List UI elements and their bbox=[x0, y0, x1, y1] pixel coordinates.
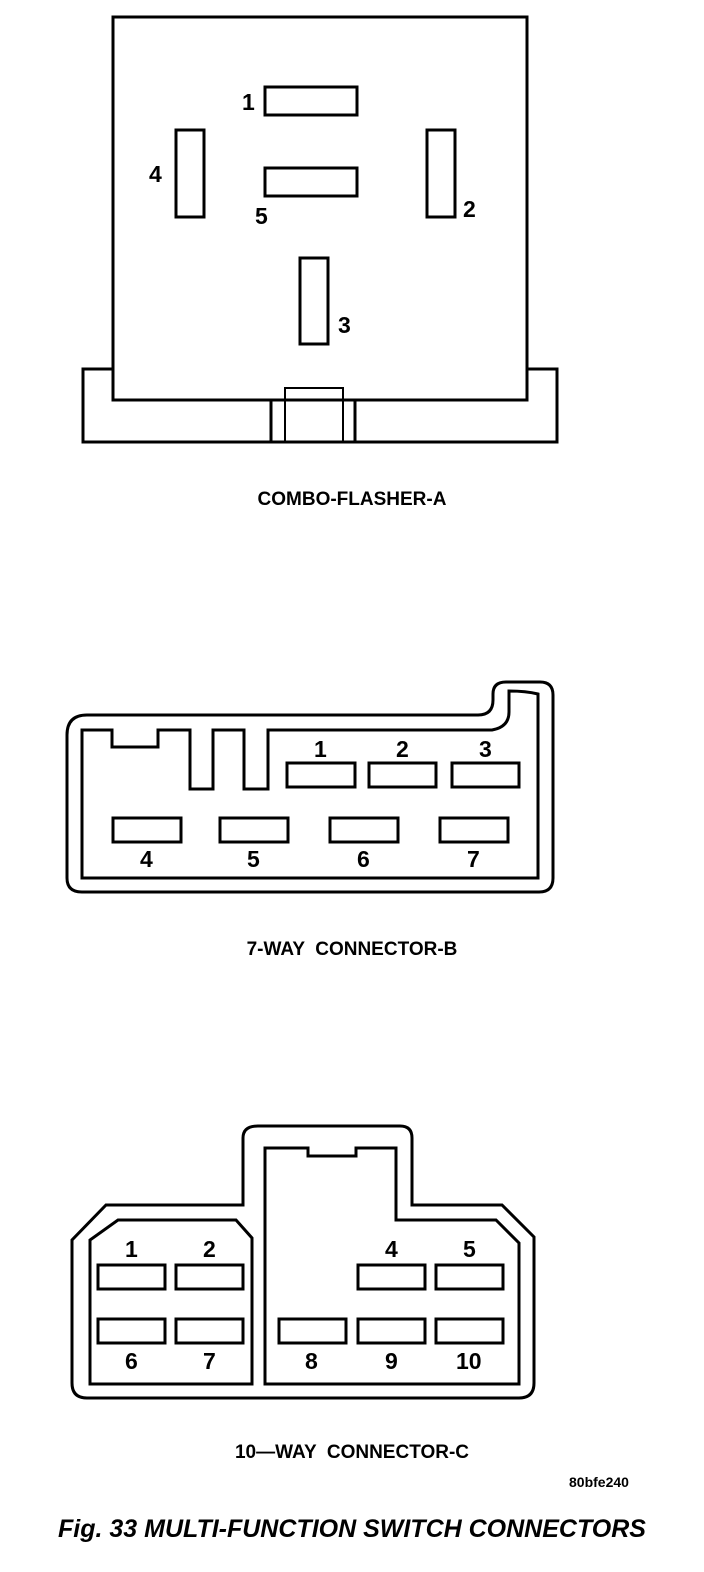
pin-label: 3 bbox=[479, 736, 492, 762]
terminal-8 bbox=[277, 1317, 348, 1345]
pin-label: 7 bbox=[467, 846, 480, 872]
image-code: 80bfe240 bbox=[569, 1474, 629, 1490]
connector-a-caption: COMBO-FLASHER-A bbox=[257, 489, 447, 510]
terminal-9 bbox=[356, 1317, 427, 1345]
pin-label: 4 bbox=[149, 161, 162, 187]
connector-c-left-cavity bbox=[88, 1218, 254, 1386]
pin-label: 1 bbox=[125, 1236, 138, 1262]
pin-label: 6 bbox=[125, 1348, 138, 1374]
pin-label: 2 bbox=[396, 736, 409, 762]
pin-label: 8 bbox=[305, 1348, 318, 1374]
terminal-1 bbox=[263, 85, 359, 117]
terminal-2 bbox=[425, 128, 457, 219]
flasher-body bbox=[111, 15, 529, 402]
connector-b-caption: 7-WAY CONNECTOR-B bbox=[246, 939, 458, 960]
pin-label: 4 bbox=[140, 846, 153, 872]
terminal-3 bbox=[450, 761, 521, 789]
pin-label: 2 bbox=[463, 196, 476, 222]
terminal-1 bbox=[96, 1263, 167, 1291]
terminal-1 bbox=[285, 761, 357, 789]
terminal-5 bbox=[218, 816, 290, 844]
terminal-6 bbox=[328, 816, 400, 844]
connector-b-inner-outline bbox=[80, 689, 540, 880]
pin-label: 5 bbox=[463, 1236, 476, 1262]
terminal-5 bbox=[263, 166, 359, 198]
connector-c-outer-shell bbox=[70, 1124, 536, 1400]
terminal-2 bbox=[367, 761, 438, 789]
pin-label: 10 bbox=[456, 1348, 482, 1374]
combo-flasher-a: 1 2 3 4 5 bbox=[81, 15, 559, 444]
connector-c-right-cavity bbox=[263, 1146, 521, 1386]
pin-label: 6 bbox=[357, 846, 370, 872]
pin-label: 1 bbox=[242, 89, 255, 115]
flasher-tab bbox=[269, 400, 357, 442]
terminal-4 bbox=[174, 128, 206, 219]
pin-label: 5 bbox=[255, 203, 268, 229]
terminal-6 bbox=[96, 1317, 167, 1345]
terminal-3 bbox=[298, 256, 330, 346]
connector-b-outer-shell bbox=[65, 680, 555, 894]
ten-way-connector-c: 1 2 4 5 6 7 8 9 10 bbox=[70, 1124, 536, 1400]
pin-label: 4 bbox=[385, 1236, 398, 1262]
connector-c-caption: 10—WAY CONNECTOR-C bbox=[234, 1442, 470, 1463]
figure-title: Fig. 33 MULTI-FUNCTION SWITCH CONNECTORS bbox=[58, 1515, 646, 1543]
terminal-4 bbox=[111, 816, 183, 844]
seven-way-connector-b: 1 2 3 4 5 6 7 bbox=[65, 680, 555, 894]
pin-label: 1 bbox=[314, 736, 327, 762]
terminal-2 bbox=[174, 1263, 245, 1291]
pin-label: 9 bbox=[385, 1348, 398, 1374]
pin-label: 7 bbox=[203, 1348, 216, 1374]
terminal-7 bbox=[438, 816, 510, 844]
pin-label: 5 bbox=[247, 846, 260, 872]
flasher-tab-inner bbox=[284, 387, 344, 443]
terminal-5 bbox=[434, 1263, 505, 1291]
terminal-10 bbox=[434, 1317, 505, 1345]
pin-label: 3 bbox=[338, 312, 351, 338]
terminal-4 bbox=[356, 1263, 427, 1291]
flasher-base bbox=[81, 367, 559, 444]
terminal-7 bbox=[174, 1317, 245, 1345]
pin-label: 2 bbox=[203, 1236, 216, 1262]
